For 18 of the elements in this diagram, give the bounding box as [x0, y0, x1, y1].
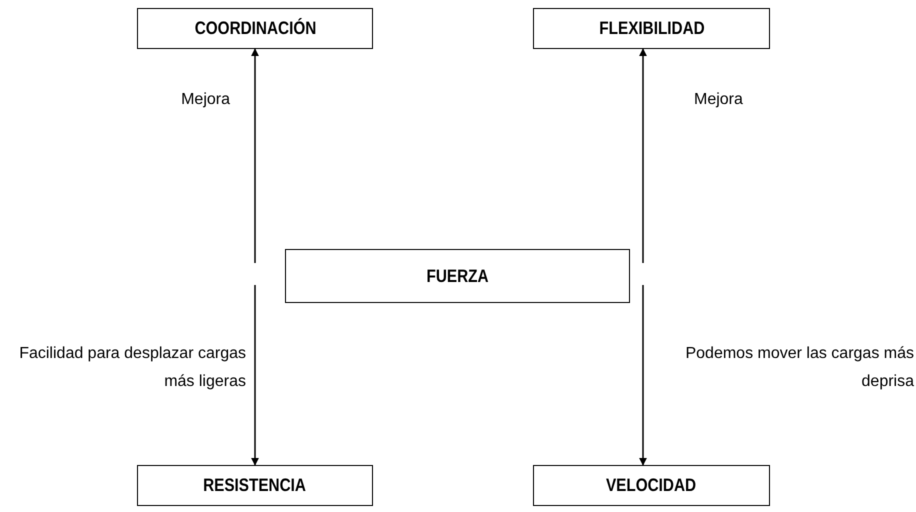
concept-box	[533, 8, 770, 49]
arrow	[639, 285, 647, 466]
box-label: VELOCIDAD	[606, 475, 697, 496]
box-label: FUERZA	[426, 266, 489, 286]
concept-box	[285, 249, 630, 303]
concept-box	[533, 465, 770, 506]
concept-box	[137, 8, 373, 49]
edge-label: Mejora	[181, 91, 230, 108]
box-label: COORDINACIÓN	[194, 18, 316, 39]
edge-label: Facilidad para desplazar cargas más ligeras	[19, 345, 246, 390]
arrow	[251, 48, 259, 263]
arrow	[639, 48, 647, 263]
box-label: RESISTENCIA	[204, 475, 306, 496]
arrow	[251, 285, 259, 466]
edge-label: Mejora	[694, 91, 743, 108]
box-label: FLEXIBILIDAD	[598, 18, 704, 39]
concept-box	[137, 465, 373, 506]
edge-label: Podemos mover las cargas más deprisa	[685, 345, 914, 390]
